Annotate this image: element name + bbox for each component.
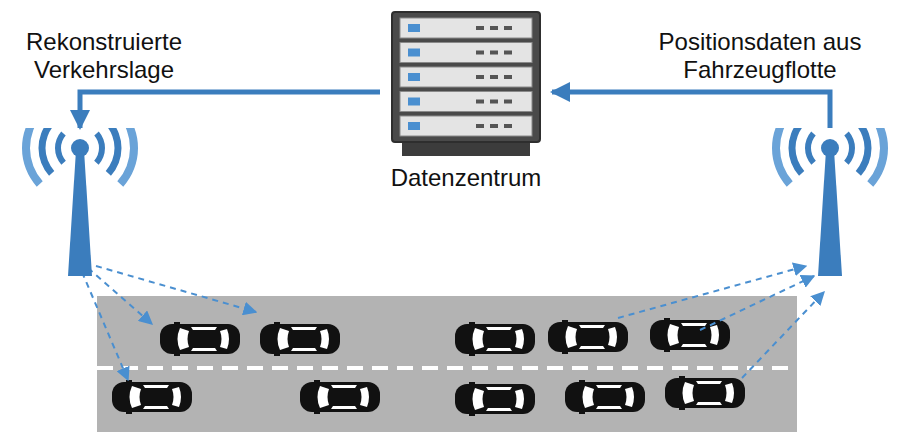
node-label: Positionsdaten aus Fahrzeugflotte bbox=[620, 28, 900, 84]
data-flow-arrow bbox=[80, 92, 380, 128]
lane-marking bbox=[97, 366, 797, 370]
node-label: Datenzentrum bbox=[356, 164, 576, 192]
radio-links bbox=[82, 266, 824, 380]
road bbox=[97, 296, 797, 432]
server-rack: Datenzentrum bbox=[380, 8, 552, 160]
antenna-icon bbox=[10, 128, 150, 276]
data-flow-arrow bbox=[552, 92, 830, 128]
antenna-tower: Rekonstruierte Verkehrslage bbox=[10, 128, 150, 276]
cars bbox=[112, 318, 745, 416]
node-label: Rekonstruierte Verkehrslage bbox=[4, 28, 204, 84]
antenna-tower: Positionsdaten aus Fahrzeugflotte bbox=[760, 128, 900, 276]
server-icon bbox=[380, 8, 552, 160]
antenna-icon bbox=[760, 128, 900, 276]
